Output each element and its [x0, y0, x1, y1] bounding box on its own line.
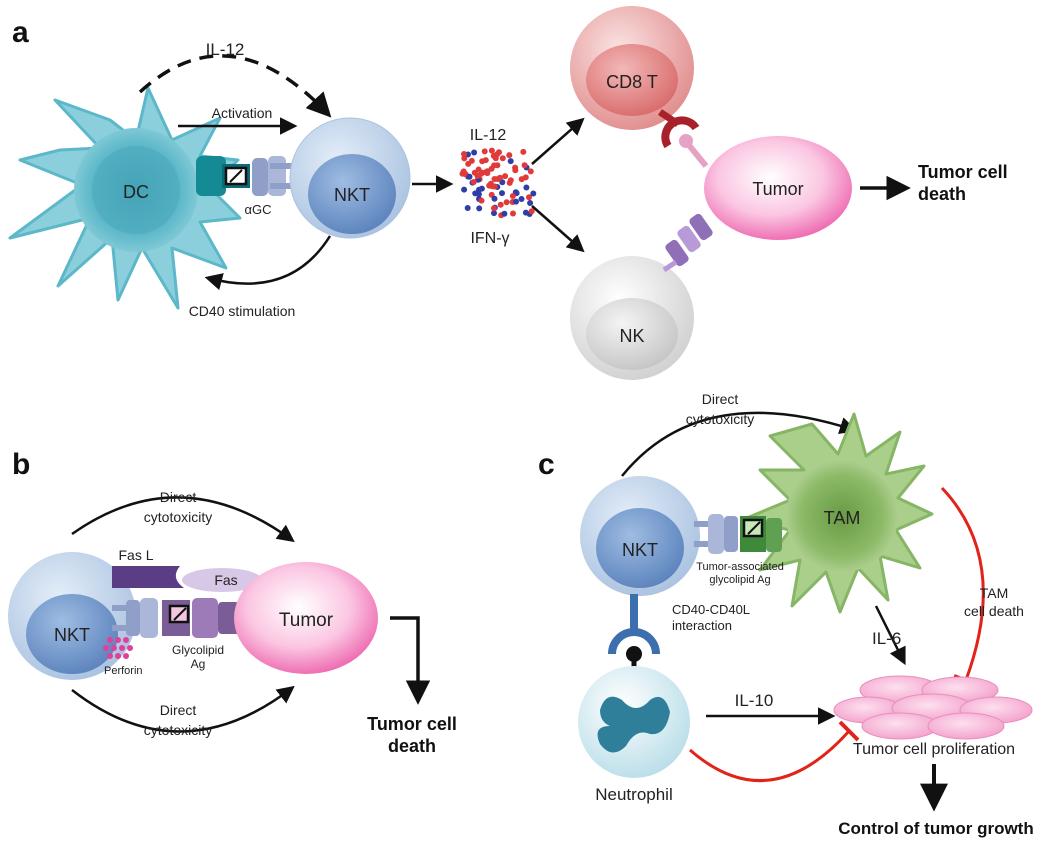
death-label-a-2: death — [918, 184, 966, 204]
to-nk-arrow — [531, 205, 585, 253]
cytokine-cluster: IL-12 IFN-γ — [459, 127, 537, 247]
death-label-b-2: death — [388, 736, 436, 756]
tam-death-1: TAM — [980, 585, 1009, 601]
direct-bot-2: cytotoxicity — [144, 722, 212, 738]
tam-cell: TAM — [740, 412, 934, 614]
dc-cell: DC — [8, 86, 242, 310]
il6-label: IL-6 — [872, 629, 901, 648]
cd8-tumor-synapse — [658, 109, 709, 168]
panel-a-letter: a — [12, 16, 29, 49]
panel-b-letter: b — [12, 448, 30, 481]
panel-b: b Direct cytotoxicity NKT Fas L Fas — [8, 448, 457, 756]
fas-label: Fas — [214, 572, 237, 588]
direct-c-1: Direct — [702, 391, 739, 407]
death-label-a-1: Tumor cell — [918, 162, 1008, 182]
agc-label: αGC — [244, 202, 271, 217]
cd8-label: CD8 T — [606, 72, 658, 92]
il12-cytokine-label: IL-12 — [470, 127, 507, 144]
tumor-label-b: Tumor — [279, 610, 334, 631]
tam-death-inhibit — [940, 486, 985, 681]
tumor-cell-a: Tumor — [704, 136, 852, 240]
nk-label: NK — [619, 326, 644, 346]
il12-top-label: IL-12 — [206, 40, 245, 59]
to-cd8-arrow — [531, 117, 585, 165]
direct-cyto-arrow-c — [621, 411, 858, 477]
control-label: Control of tumor growth — [838, 819, 1033, 838]
direct-top-1: Direct — [160, 489, 197, 505]
nkt-label-a: NKT — [334, 185, 370, 205]
death-label-b-1: Tumor cell — [367, 714, 457, 734]
glycolipid-receptor-b: Glycolipid Ag — [112, 598, 240, 671]
panel-c: c Direct cytotoxicity TAM NKT Tumor- — [538, 391, 1034, 838]
tumor-assoc-2: glycolipid Ag — [709, 574, 770, 586]
fasl-label: Fas L — [118, 547, 153, 563]
nk-tumor-receptor — [662, 213, 713, 273]
nkt-label-c: NKT — [622, 540, 658, 560]
direct-cyto-top-arrow — [71, 496, 295, 543]
perforin-label: Perforin — [104, 665, 143, 677]
nkt-tam-receptor: Tumor-associated glycolipid Ag — [694, 514, 784, 586]
il10-label: IL-10 — [735, 691, 774, 710]
cd40-stim-label: CD40 stimulation — [189, 303, 296, 319]
tam-death-2: cell death — [964, 603, 1024, 619]
cd40-stim-arrow — [204, 235, 332, 291]
fas-receptor: Fas — [182, 568, 262, 592]
nkt-cell-c: NKT — [580, 476, 700, 596]
nkt-label-b: NKT — [54, 625, 90, 645]
activation-label: Activation — [212, 105, 273, 121]
tumor-assoc-1: Tumor-associated — [696, 561, 784, 573]
tumor-cell-b: Tumor — [234, 562, 378, 674]
panel-a: a DC αGC NKT IL-12 — [8, 6, 1008, 380]
direct-cyto-bottom-arrow — [71, 685, 295, 733]
ifn-label: IFN-γ — [470, 230, 509, 247]
direct-top-2: cytotoxicity — [144, 509, 212, 525]
tumor-proliferation-cluster: Tumor cell proliferation — [833, 675, 1033, 758]
nk-cell: NK — [570, 256, 694, 380]
il12-dashed-arrow — [138, 54, 332, 118]
neutrophil-inhibit — [689, 729, 852, 782]
panel-c-letter: c — [538, 448, 555, 481]
il6-arrow — [874, 605, 906, 666]
glyco-label-1: Glycolipid — [172, 643, 224, 657]
tam-label: TAM — [824, 508, 861, 528]
cd40-cd40l: CD40-CD40L interaction — [608, 594, 750, 676]
tumor-label-a: Tumor — [752, 179, 803, 199]
dc-nkt-receptor: αGC — [196, 156, 300, 217]
dc-label: DC — [123, 182, 149, 202]
perforin-dots — [103, 637, 133, 659]
tumor-death-arrow-b — [390, 616, 431, 705]
neutrophil-label: Neutrophil — [595, 785, 673, 804]
neutrophil-cell: Neutrophil — [578, 666, 690, 804]
cd8-cell: CD8 T — [570, 6, 694, 130]
glyco-label-2: Ag — [191, 657, 206, 671]
cd40-label-2: interaction — [672, 618, 732, 633]
fasl-ligand: Fas L — [112, 547, 184, 588]
direct-c-2: cytotoxicity — [686, 411, 754, 427]
cd40-label-1: CD40-CD40L — [672, 602, 750, 617]
nkt-cell-a: NKT — [289, 117, 411, 239]
proliferation-label: Tumor cell proliferation — [853, 741, 1015, 758]
direct-bot-1: Direct — [160, 702, 197, 718]
